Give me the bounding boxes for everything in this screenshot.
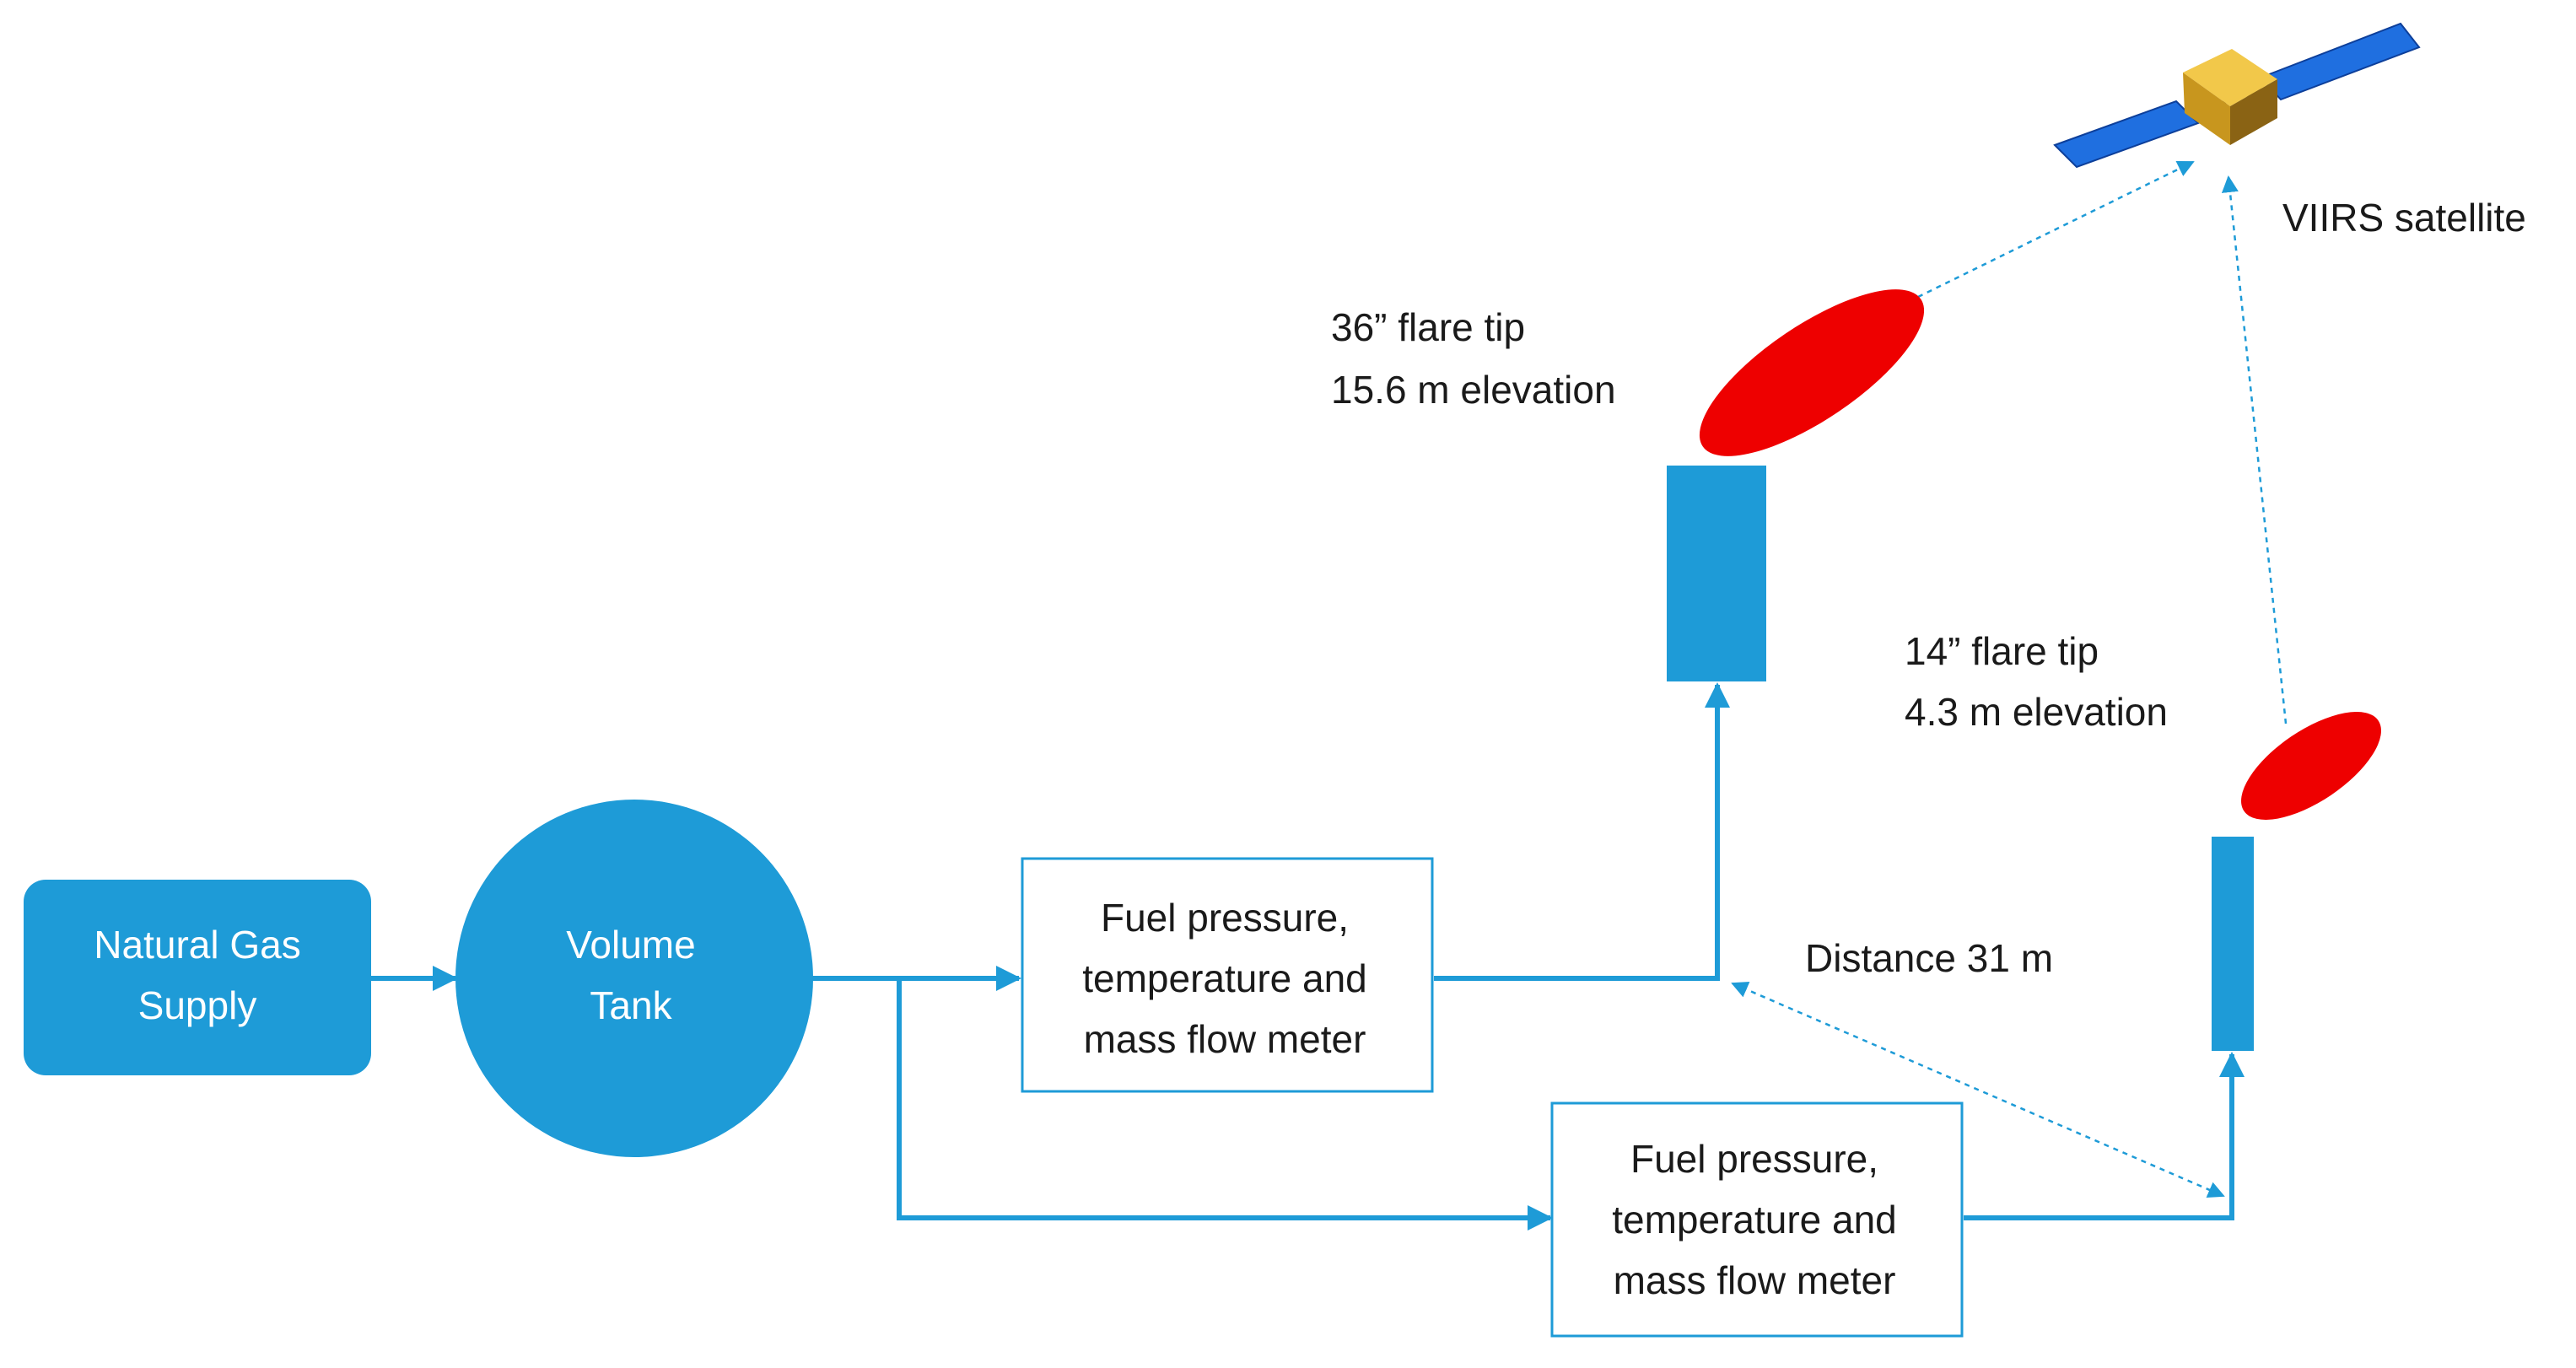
lower-meter-label-line1: Fuel pressure,	[1630, 1137, 1878, 1181]
upper-meter-label-line3: mass flow meter	[1084, 1017, 1366, 1061]
natural-gas-supply-label-line1: Natural Gas	[94, 923, 300, 967]
large-flare-label-line2: 15.6 m elevation	[1331, 368, 1616, 412]
flame-icon	[2241, 712, 2381, 820]
small-flare-label-line2: 4.3 m elevation	[1905, 690, 2168, 734]
large-flare-stack	[1667, 289, 1925, 681]
upper-flow-meter-box: Fuel pressure, temperature and mass flow…	[1021, 857, 1434, 1093]
upper-meter-to-large-stack-arrow	[1434, 682, 1730, 981]
satellite-label: VIIRS satellite	[2282, 196, 2526, 240]
small-flare-label-line1: 14” flare tip	[1905, 629, 2099, 673]
distance-label: Distance 31 m	[1805, 936, 2053, 980]
small-flare-sightline	[2221, 175, 2288, 724]
lower-flow-meter-box: Fuel pressure, temperature and mass flow…	[1550, 1101, 1964, 1338]
large-flare-sightline	[1917, 160, 2195, 299]
flame-icon	[1699, 289, 1925, 456]
volume-tank-label-line2: Tank	[590, 983, 672, 1027]
natural-gas-supply-label-line2: Supply	[138, 983, 257, 1027]
measurement-lines	[1731, 160, 2288, 1198]
tank-to-lower-meter-arrow	[897, 978, 1553, 1231]
satellite-icon	[2053, 22, 2421, 169]
lower-meter-label-line2: temperature and	[1612, 1198, 1897, 1241]
distance-31m-line	[1731, 981, 2225, 1198]
upper-meter-label-line1: Fuel pressure,	[1101, 896, 1349, 940]
natural-gas-supply-node: Natural Gas Supply	[24, 880, 371, 1075]
volume-tank-node: Volume Tank	[455, 800, 813, 1157]
upper-meter-label-line2: temperature and	[1082, 956, 1367, 1000]
volume-tank-label-line1: Volume	[566, 923, 695, 967]
small-flare-stack	[2212, 712, 2381, 1051]
lower-meter-to-small-stack-arrow	[1964, 1052, 2245, 1220]
lower-meter-label-line3: mass flow meter	[1614, 1258, 1896, 1302]
flow-lines	[371, 682, 2245, 1231]
large-flare-label-line1: 36” flare tip	[1331, 305, 1525, 349]
